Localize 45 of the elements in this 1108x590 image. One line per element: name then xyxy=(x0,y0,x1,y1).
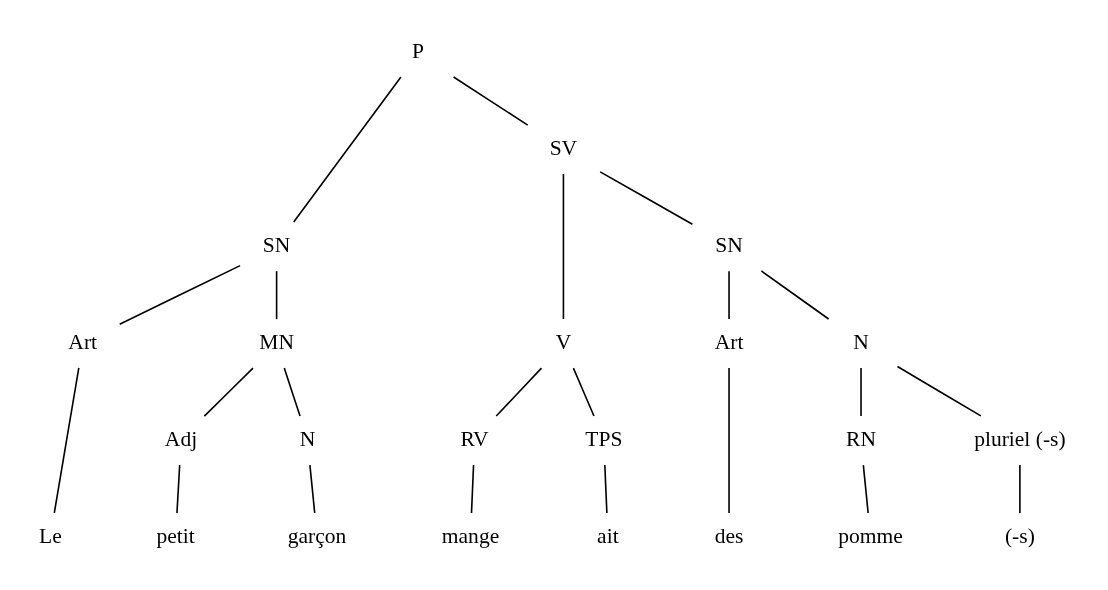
node-text: ait xyxy=(597,523,619,548)
node-text: SN xyxy=(262,232,291,257)
node-text: petit xyxy=(156,523,195,548)
node-text: Le xyxy=(39,523,62,548)
node-text: RN xyxy=(846,426,876,451)
connector xyxy=(1019,464,1021,514)
node-text: Art xyxy=(714,329,744,354)
connector xyxy=(292,76,402,223)
node-text: Adj xyxy=(164,426,198,451)
connector xyxy=(176,464,181,514)
connector xyxy=(470,464,475,514)
connector xyxy=(604,464,608,514)
node-text: (-s) xyxy=(1004,523,1035,548)
connector xyxy=(896,365,982,417)
connector xyxy=(495,367,543,417)
connector xyxy=(53,367,80,514)
node-text: V xyxy=(555,329,572,354)
connector xyxy=(862,464,869,514)
node-text: RV xyxy=(460,426,489,451)
node-text: des xyxy=(714,523,744,548)
connector xyxy=(203,367,254,417)
connector xyxy=(118,264,241,325)
node-text: SN xyxy=(715,232,743,257)
connector xyxy=(572,367,595,417)
node-text: MN xyxy=(259,329,294,354)
node-text: N xyxy=(853,329,869,354)
node-text: mange xyxy=(441,523,500,548)
node-text: SV xyxy=(549,135,578,160)
connector xyxy=(860,367,862,417)
connector xyxy=(283,367,301,417)
node-text: TPS xyxy=(585,426,623,451)
connector xyxy=(562,173,565,320)
connector xyxy=(760,270,830,320)
connector xyxy=(275,270,278,320)
connector xyxy=(728,367,730,514)
connector xyxy=(599,171,694,226)
node-text: garçon xyxy=(287,523,347,548)
node-text: N xyxy=(299,426,316,451)
node-text: Art xyxy=(68,329,98,354)
node-text: P xyxy=(412,38,424,63)
connector xyxy=(452,76,529,126)
node-text: pluriel (-s) xyxy=(974,426,1066,451)
connector xyxy=(728,270,730,320)
node-text: pomme xyxy=(838,523,903,548)
connector xyxy=(309,464,316,514)
